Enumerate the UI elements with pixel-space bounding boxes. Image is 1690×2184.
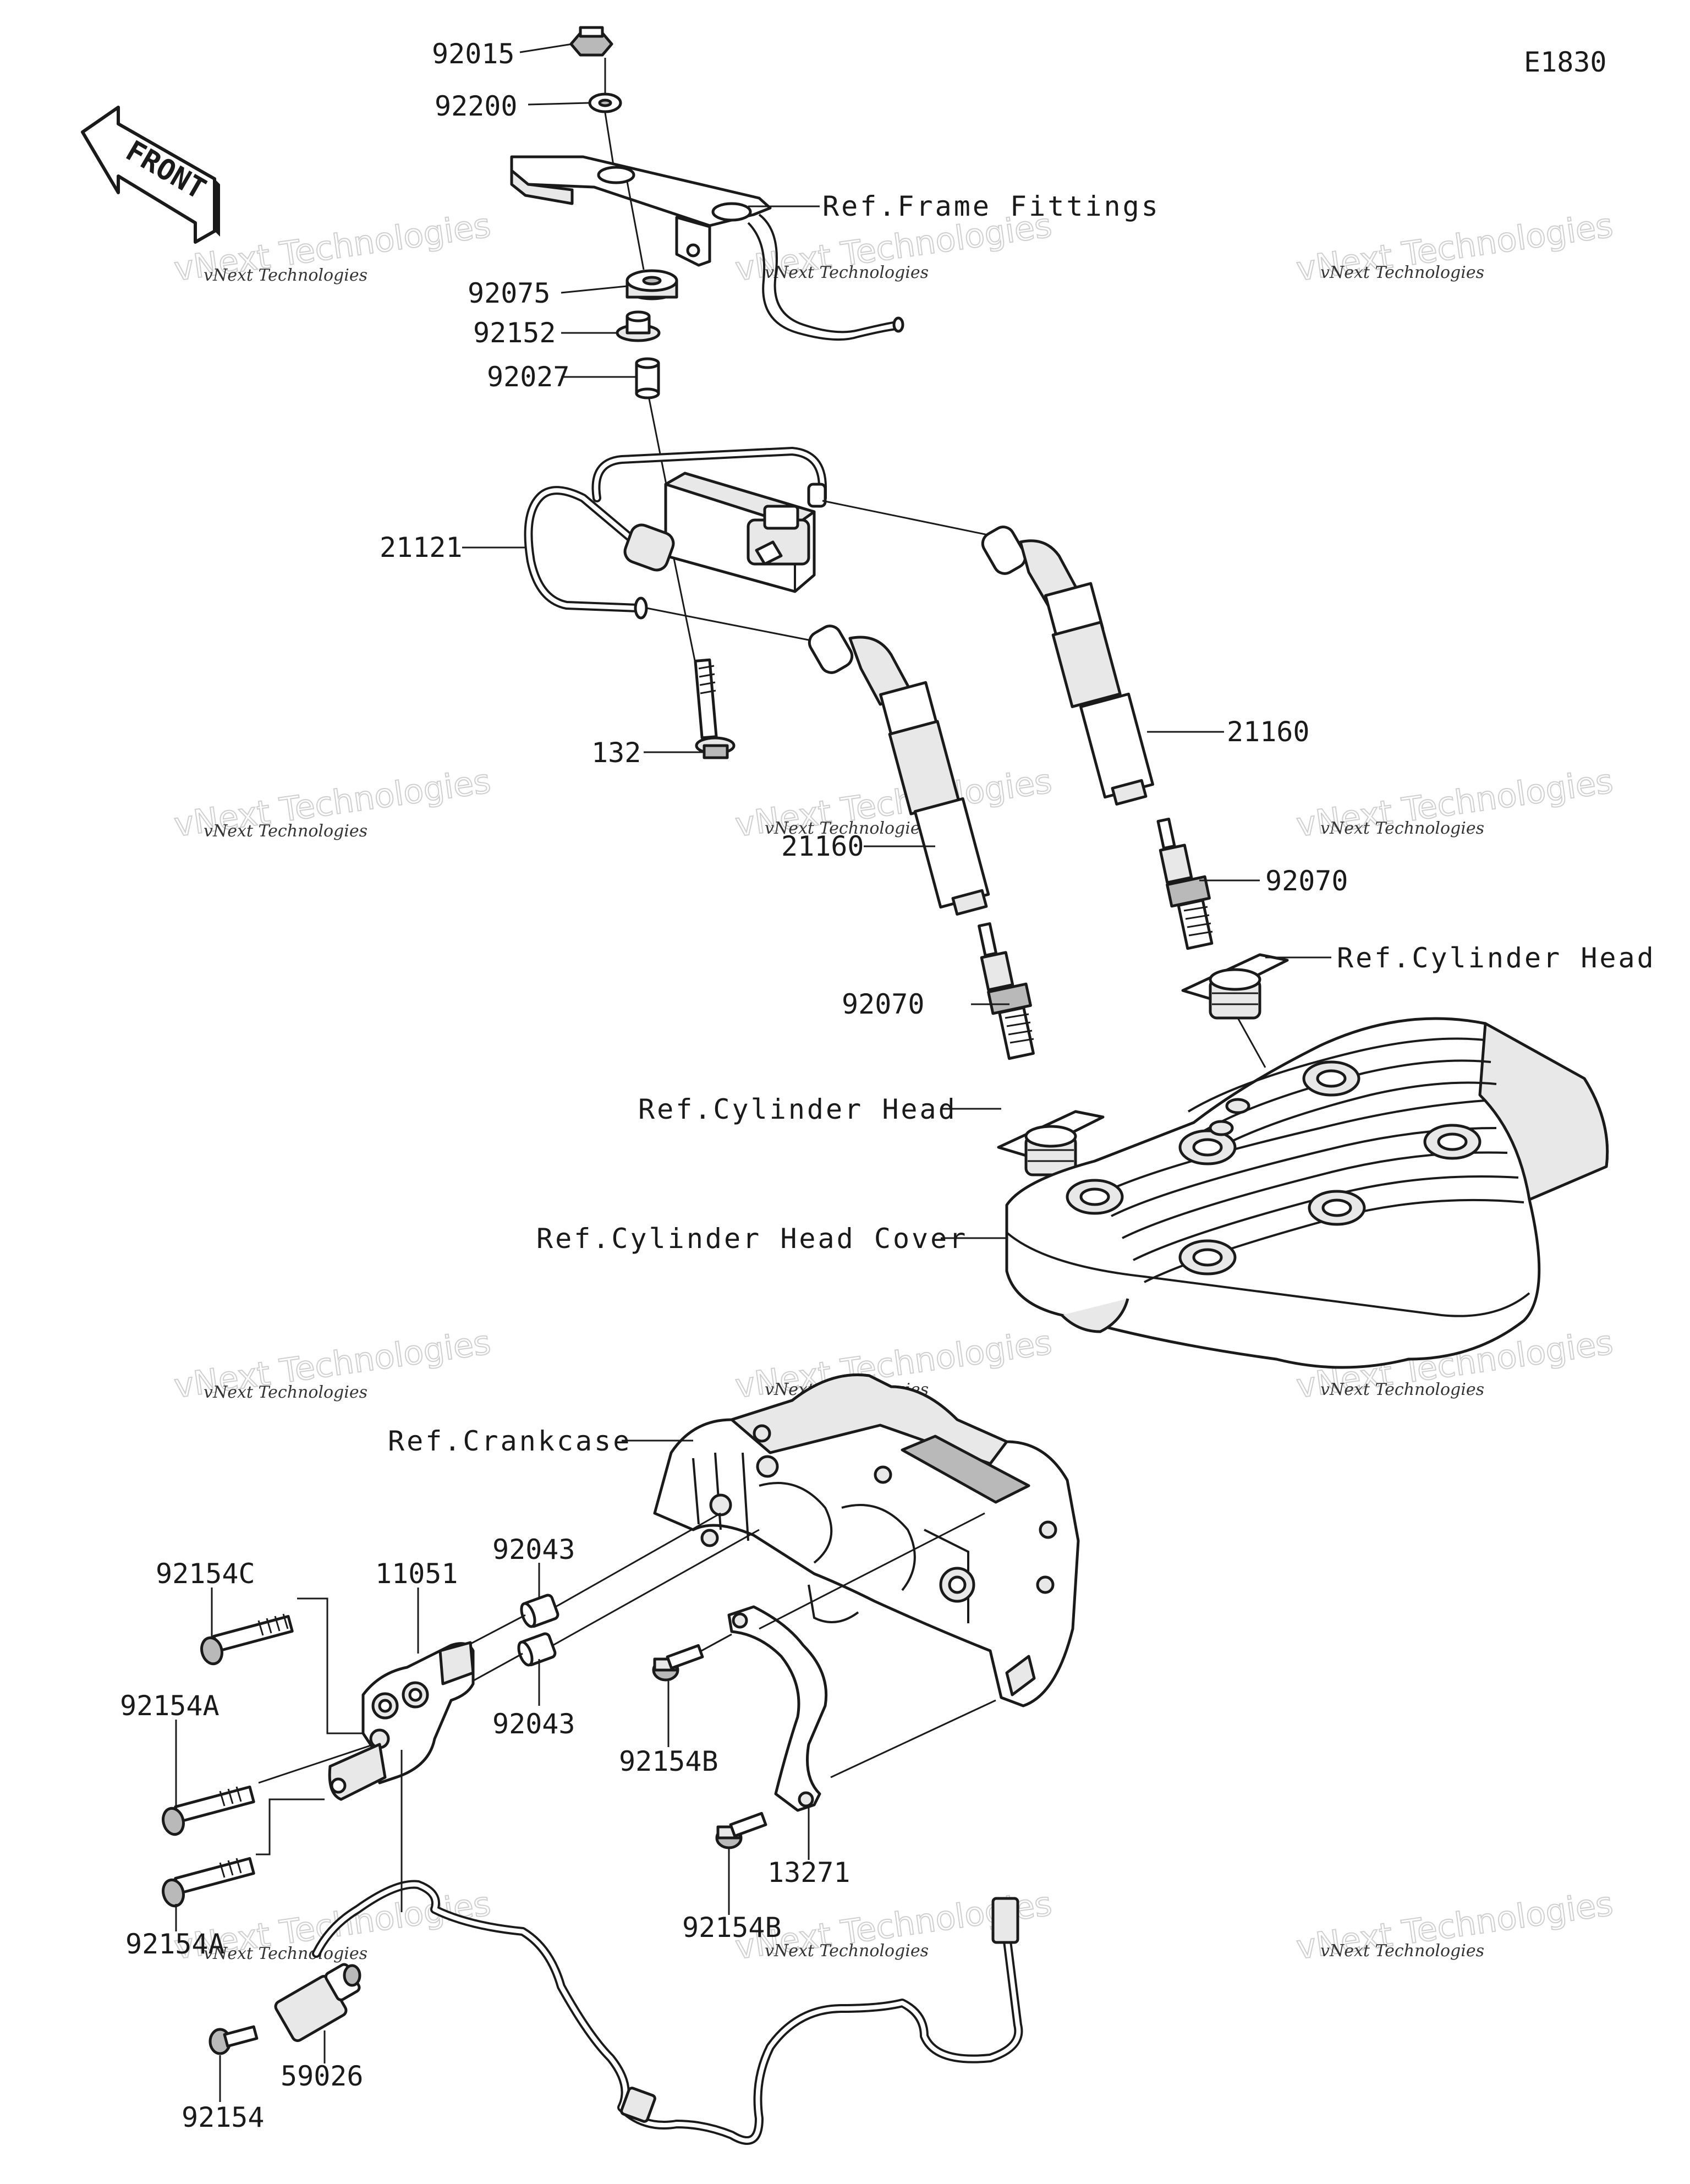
spark-plug-cap-21160-rear[interactable] <box>979 523 1154 806</box>
label-92015: 92015 <box>432 38 515 70</box>
cylinder-head-cover <box>1005 1017 1609 1369</box>
spark-plug-cap-21160-front[interactable] <box>805 622 990 916</box>
watermark-small: vNext Technologies <box>765 263 929 282</box>
diagram-code: E1830 <box>1524 46 1607 78</box>
label-92154A-bottom: 92154A <box>125 1928 225 1960</box>
ref-frame-fittings: Ref.Frame Fittings <box>822 190 1160 222</box>
ref-cylinder-head-cover: Ref.Cylinder Head Cover <box>536 1223 968 1255</box>
label-13271: 13271 <box>767 1857 851 1889</box>
bolt-92154B-bottom[interactable] <box>715 1811 767 1849</box>
ignition-coil-21121[interactable] <box>524 447 827 620</box>
watermark-small: vNext Technologies <box>204 1944 367 1963</box>
label-21160-rear: 21160 <box>1227 716 1310 748</box>
front-arrow-icon: FRONT <box>81 106 220 244</box>
label-11051: 11051 <box>375 1558 458 1590</box>
cover-13271[interactable] <box>727 1605 828 1812</box>
watermark-small: vNext Technologies <box>765 819 929 838</box>
ref-cylinder-head-front: Ref.Cylinder Head <box>638 1093 957 1125</box>
watermark-small: vNext Technologies <box>1320 1941 1484 1961</box>
crank-sensor-59026[interactable] <box>273 1963 361 2043</box>
label-92152: 92152 <box>473 317 556 349</box>
collar-92152[interactable] <box>616 310 661 342</box>
watermark-small: vNext Technologies <box>204 822 367 841</box>
spark-plug-92070-rear[interactable] <box>1156 817 1214 950</box>
label-92154B-top: 92154B <box>619 1745 718 1777</box>
bolt-92154A-top[interactable] <box>160 1785 255 1837</box>
watermark-small: vNext Technologies <box>1320 263 1484 282</box>
label-92070-front: 92070 <box>842 988 925 1020</box>
screw-92154[interactable] <box>208 2025 259 2055</box>
label-92027: 92027 <box>487 361 570 393</box>
sleeve-92027[interactable] <box>635 357 660 399</box>
label-59026: 59026 <box>281 2060 364 2092</box>
label-21160-front: 21160 <box>781 830 864 862</box>
label-92043-top: 92043 <box>492 1534 575 1566</box>
ref-cylinder-head-rear: Ref.Cylinder Head <box>1337 942 1656 974</box>
bolt-92154A-bottom[interactable] <box>160 1857 255 1908</box>
label-92075: 92075 <box>468 277 551 309</box>
bolt-132[interactable] <box>694 658 736 759</box>
dowel-pin-92043-bottom[interactable] <box>516 1632 557 1667</box>
label-92154B-bottom: 92154B <box>682 1912 782 1944</box>
watermark-small: vNext Technologies <box>1320 819 1484 838</box>
label-92070-rear: 92070 <box>1265 865 1348 897</box>
cylinder-head-seat-rear <box>1181 953 1289 1020</box>
label-92154C: 92154C <box>156 1558 255 1590</box>
sensor-bracket-11051[interactable] <box>328 1641 475 1801</box>
cylinder-head-seat-front <box>997 1110 1105 1176</box>
watermark-small: vNext Technologies <box>765 1941 929 1961</box>
grommet-92075[interactable] <box>625 269 678 300</box>
bolt-92154C[interactable] <box>199 1613 294 1666</box>
watermark-small: vNext Technologies <box>204 266 367 285</box>
label-21121: 21121 <box>380 532 463 563</box>
label-92154A-top: 92154A <box>120 1690 220 1722</box>
watermark-small: vNext Technologies <box>204 1383 367 1402</box>
bolt-92154B-top[interactable] <box>652 1644 704 1682</box>
dowel-pin-92043-top[interactable] <box>519 1594 559 1628</box>
sensor-harness <box>312 1880 1023 2145</box>
label-92043-bottom: 92043 <box>492 1708 575 1740</box>
nut-92015[interactable] <box>569 26 613 57</box>
ref-crankcase: Ref.Crankcase <box>388 1425 632 1457</box>
watermark-small: vNext Technologies <box>1320 1380 1484 1399</box>
mounting-bracket <box>510 155 904 341</box>
washer-92200[interactable] <box>588 92 622 113</box>
label-132: 132 <box>591 737 641 769</box>
crankcase <box>653 1373 1080 1707</box>
spark-plug-92070-front[interactable] <box>978 922 1035 1060</box>
label-92154: 92154 <box>182 2101 265 2133</box>
label-92200: 92200 <box>435 90 518 122</box>
